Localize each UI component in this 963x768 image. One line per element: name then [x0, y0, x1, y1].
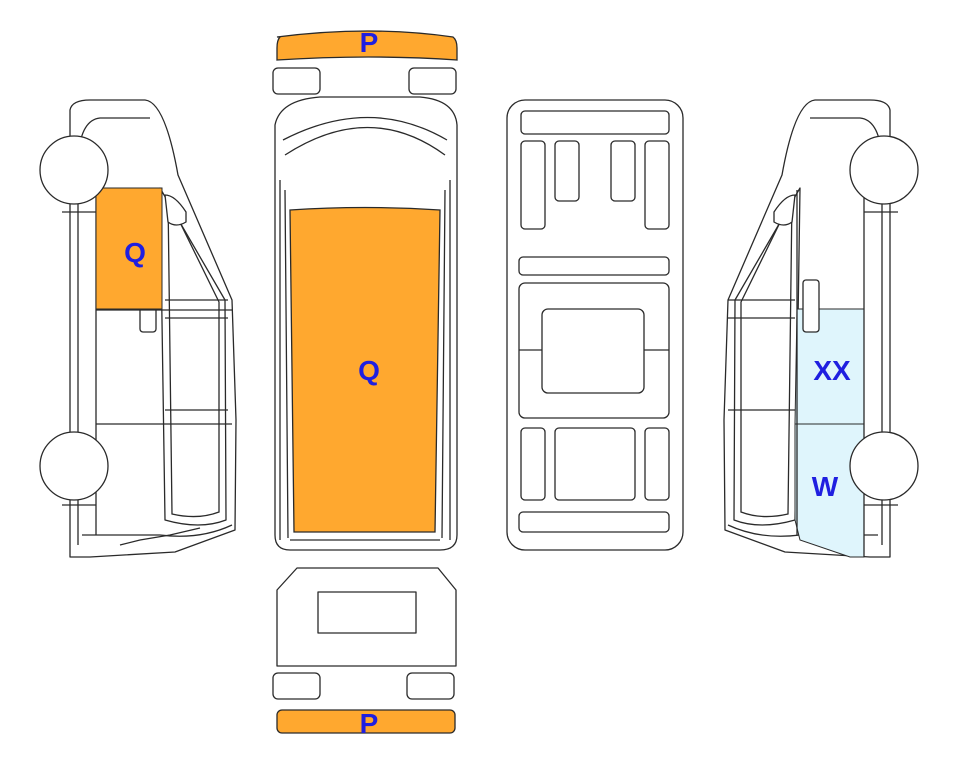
- right-rear-wheel: [849, 431, 919, 501]
- underside-view: [506, 99, 684, 551]
- underside-center-panel: [541, 308, 645, 394]
- front-bumper-damage: [276, 30, 458, 61]
- right-side-view: XX W: [723, 99, 919, 558]
- right-door-handle: [802, 279, 820, 333]
- left-taillight: [272, 672, 321, 700]
- left-rear-wheel: [39, 431, 109, 501]
- left-mirror: [164, 194, 187, 226]
- left-headlight: [272, 67, 321, 95]
- left-front-door-label: Q: [124, 237, 146, 268]
- right-mirror: [773, 194, 796, 226]
- right-rear-panel-label: W: [812, 471, 839, 502]
- right-middle-panel-label: XX: [813, 355, 851, 386]
- rear-bumper-label: P: [360, 708, 379, 739]
- top-view: P Q P: [272, 27, 458, 739]
- rear-bumper-damage: [276, 709, 456, 734]
- right-headlight: [408, 67, 457, 95]
- front-bumper-label: P: [360, 27, 379, 58]
- rear-window: [317, 591, 417, 634]
- left-side-view: Q: [39, 99, 237, 558]
- roof-label: Q: [358, 355, 380, 386]
- right-front-wheel: [849, 135, 919, 205]
- left-front-door-damage: [95, 187, 163, 310]
- left-front-wheel: [39, 135, 109, 205]
- roof-damage: [289, 206, 441, 533]
- right-taillight: [406, 672, 455, 700]
